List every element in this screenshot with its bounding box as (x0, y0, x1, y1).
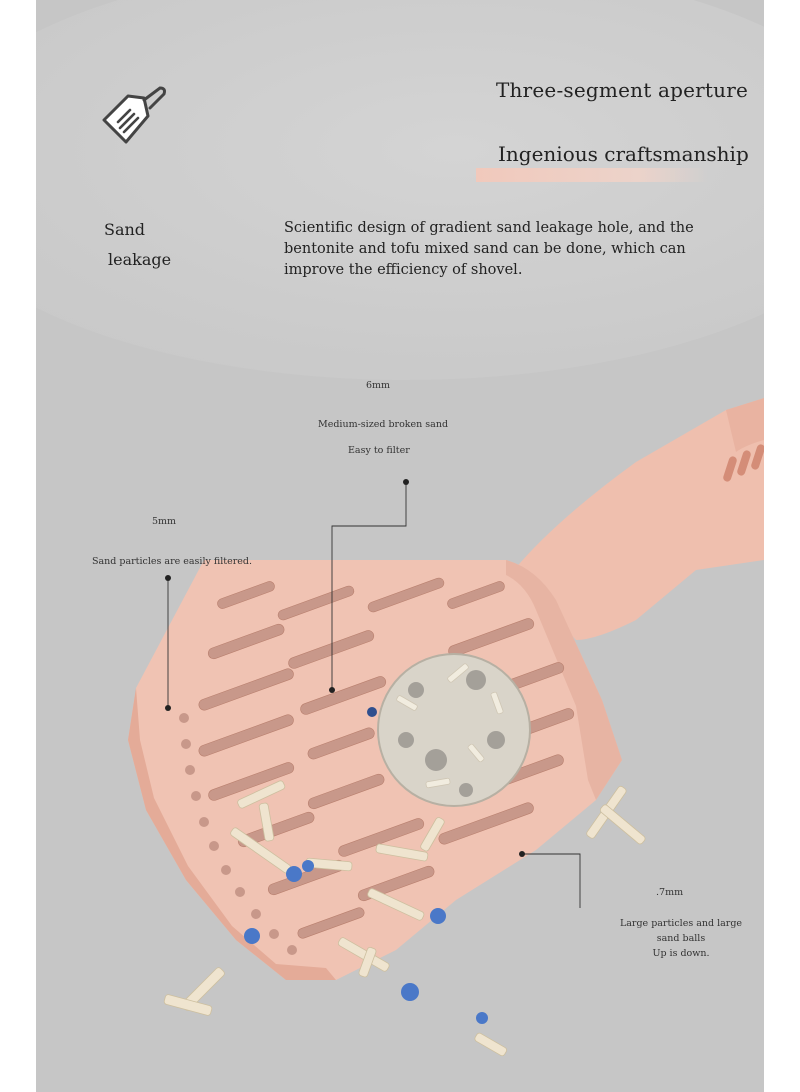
illustration (102, 86, 764, 1057)
litter-scoop-icon (102, 86, 166, 144)
headline-title: Three-segment aperture (496, 78, 749, 102)
feature-label-line1: Sand (104, 220, 146, 239)
scoop-edge-holes (179, 713, 297, 955)
scoop-slots (198, 577, 575, 939)
callout-large-size: .7mm (656, 887, 684, 898)
callout-small-line1: Sand particles are easily filtered. (92, 556, 252, 567)
callout-large-line3: Up is down. (652, 948, 710, 959)
callout-large-line1: Large particles and large (619, 918, 743, 929)
callout-medium-line1: Medium-sized broken sand (318, 419, 449, 430)
callout-large-text: Large particles and large sand balls Up … (596, 916, 764, 961)
feature-description: Scientific design of gradient sand leaka… (284, 220, 694, 278)
feature-label-line2: leakage (108, 250, 172, 269)
callout-medium-size: 6mm (366, 380, 391, 391)
scoop-body (128, 560, 622, 980)
accent-bar (476, 168, 708, 182)
callout-large-line2: sand balls (656, 933, 706, 944)
callout-medium-line2: Easy to filter (348, 445, 410, 456)
blue-granules (244, 860, 488, 1024)
callout-lines (167, 482, 581, 908)
litter-clump (367, 653, 531, 807)
callout-small-size: 5mm (152, 516, 177, 527)
scoop-handle (514, 398, 764, 640)
product-canvas: Three-segment aperture Ingenious craftsm… (36, 0, 764, 1092)
headline-subtitle: Ingenious craftsmanship (498, 142, 749, 166)
callout-dots (165, 479, 525, 857)
background-glow (36, 0, 764, 380)
tofu-sticks (163, 780, 646, 1057)
